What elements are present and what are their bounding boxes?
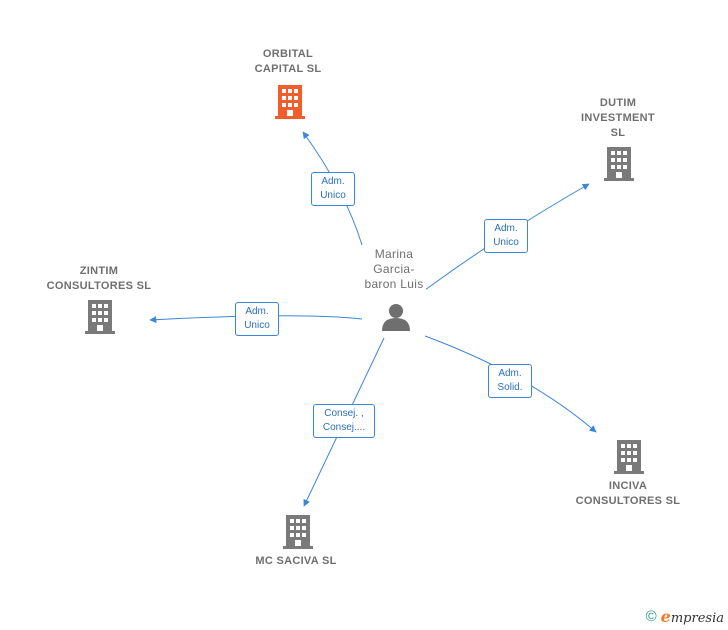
person-name[interactable]: Marina Garcia- baron Luis bbox=[362, 247, 426, 292]
edge-label-mcsaciva[interactable]: Consej. , Consej.... bbox=[313, 404, 375, 438]
edge-label-zintim[interactable]: Adm. Unico bbox=[235, 302, 279, 336]
edge-label-orbital[interactable]: Adm. Unico bbox=[311, 172, 355, 206]
copyright-icon: © bbox=[645, 607, 657, 625]
brand-logo[interactable]: empresia bbox=[661, 607, 724, 626]
company-name-inciva[interactable]: INCIVA CONSULTORES SL bbox=[575, 480, 681, 507]
building-icon-mcsaciva[interactable] bbox=[283, 515, 313, 549]
brand-initial: e bbox=[660, 606, 671, 626]
building-icon-zintim[interactable] bbox=[85, 300, 115, 334]
building-icon-orbital[interactable] bbox=[275, 85, 305, 119]
building-icon-dutim[interactable] bbox=[604, 147, 634, 181]
company-name-dutim[interactable]: DUTIM INVESTMENT SL bbox=[581, 97, 655, 139]
edge-label-dutim[interactable]: Adm. Unico bbox=[484, 219, 528, 253]
company-name-mcsaciva[interactable]: MC SACIVA SL bbox=[255, 555, 337, 567]
building-icon-inciva[interactable] bbox=[614, 440, 644, 474]
footer-brand: © empresia bbox=[646, 606, 724, 626]
company-name-orbital[interactable]: ORBITAL CAPITAL SL bbox=[254, 48, 322, 75]
person-icon[interactable] bbox=[382, 304, 410, 331]
edge-label-inciva[interactable]: Adm. Solid. bbox=[488, 364, 532, 398]
brand-rest: mpresia bbox=[670, 610, 724, 626]
company-name-zintim[interactable]: ZINTIM CONSULTORES SL bbox=[46, 265, 152, 292]
